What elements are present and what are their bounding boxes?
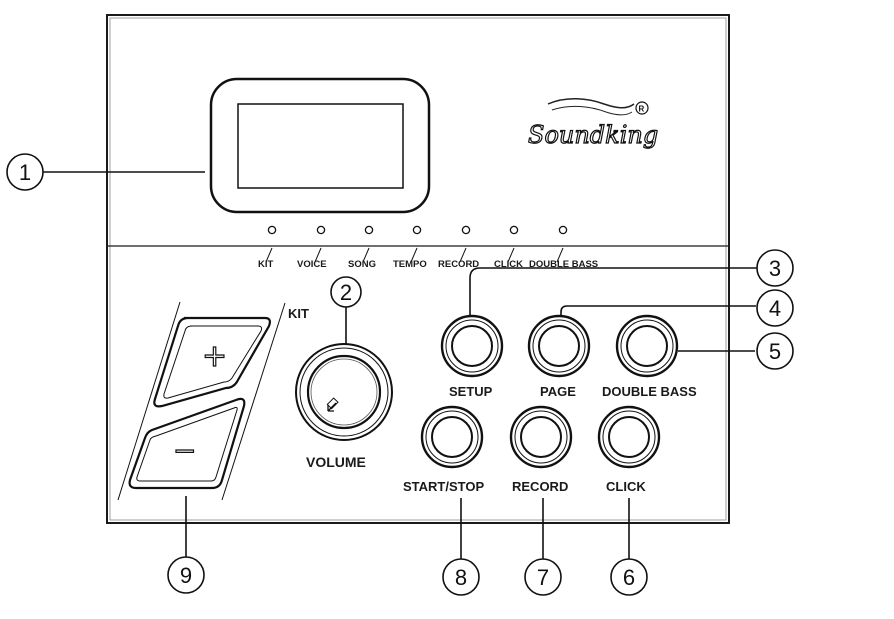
svg-text:2: 2: [340, 280, 352, 305]
svg-text:7: 7: [537, 565, 549, 590]
start-stop-button[interactable]: [420, 405, 484, 469]
led-record: [461, 225, 471, 235]
double-bass-button[interactable]: [615, 314, 679, 378]
svg-text:8: 8: [455, 565, 467, 590]
led-song: [364, 225, 374, 235]
indicator-leds: [267, 225, 568, 235]
kit-minus-glyph: −: [173, 434, 196, 467]
callout-8: 8: [442, 558, 480, 596]
record-label: RECORD: [512, 479, 568, 494]
led-label-record: RECORD: [438, 259, 479, 270]
svg-text:1: 1: [19, 160, 31, 185]
svg-text:3: 3: [769, 256, 781, 281]
led-double-bass: [558, 225, 568, 235]
kit-plus-button[interactable]: +: [153, 316, 271, 408]
setup-label: SETUP: [449, 384, 493, 399]
led-kit: [267, 225, 277, 235]
led-label-song: SONG: [348, 259, 376, 270]
callout-6: 6: [610, 558, 648, 596]
setup-button[interactable]: [440, 314, 504, 378]
callout-2: 2: [330, 276, 362, 308]
led-label-double-bass: DOUBLE BASS: [529, 259, 598, 270]
callout-3: 3: [756, 249, 794, 287]
volume-label: VOLUME: [306, 454, 366, 470]
record-button[interactable]: [509, 405, 573, 469]
volume-pointer-icon: [326, 397, 339, 412]
led-voice: [316, 225, 326, 235]
start-stop-label: START/STOP: [403, 479, 484, 494]
svg-text:4: 4: [769, 296, 781, 321]
callout-5: 5: [756, 332, 794, 370]
soundking-logo: Soundking R: [527, 98, 659, 150]
led-label-kit: KIT: [258, 259, 274, 270]
click-button[interactable]: [597, 405, 661, 469]
callout-leaders: [43, 171, 758, 560]
lcd-screen: [237, 103, 404, 189]
volume-knob[interactable]: [295, 343, 393, 441]
led-label-click: CLICK: [494, 259, 523, 270]
svg-text:6: 6: [623, 565, 635, 590]
svg-text:9: 9: [180, 563, 192, 588]
kit-section-label: KIT: [288, 306, 309, 321]
svg-text:5: 5: [769, 339, 781, 364]
click-label: CLICK: [606, 479, 646, 494]
callout-4: 4: [756, 289, 794, 327]
kit-minus-button[interactable]: −: [128, 397, 246, 490]
brand-name: Soundking: [528, 121, 658, 149]
svg-text:R: R: [639, 105, 645, 114]
callout-9: 9: [167, 556, 205, 594]
page-label: PAGE: [540, 384, 576, 399]
callout-1: 1: [6, 153, 44, 191]
double-bass-label: DOUBLE BASS: [602, 384, 697, 399]
callout-7: 7: [524, 558, 562, 596]
led-tempo: [412, 225, 422, 235]
led-click: [509, 225, 519, 235]
led-label-tempo: TEMPO: [393, 259, 427, 270]
led-label-voice: VOICE: [297, 259, 327, 270]
page-button[interactable]: [527, 314, 591, 378]
kit-plus-glyph: +: [202, 339, 227, 374]
